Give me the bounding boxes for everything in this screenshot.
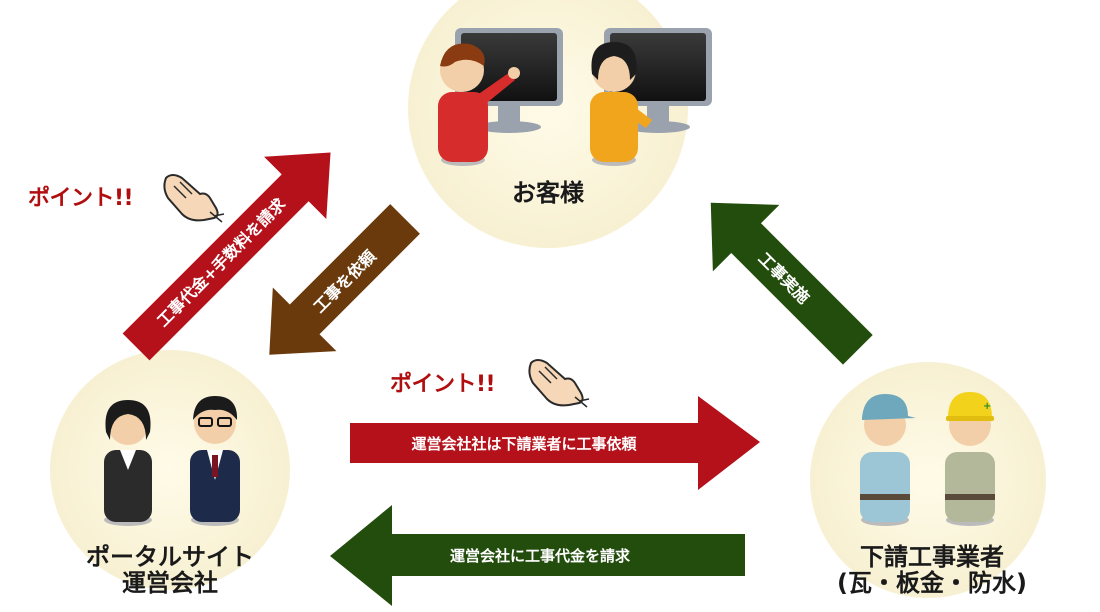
worker-blue-icon: [860, 394, 916, 526]
arrow-subcontract: 運営会社社は下請業者に工事依頼: [350, 396, 760, 490]
contractor-label-line2: (瓦・板金・防水): [837, 569, 1027, 598]
arrow-order-portal: [269, 204, 420, 355]
office-woman-icon: [104, 400, 152, 526]
arrow-bill-portal: 運営会社に工事代金を請求: [330, 505, 745, 606]
point-callout-center: ポイント!!: [390, 372, 496, 397]
customer-woman-icon: [590, 42, 652, 166]
arrow-bill-portal-label: 運営会社に工事代金を請求: [450, 547, 631, 565]
contractor-label: 下請工事業者 (瓦・板金・防水): [812, 544, 1052, 597]
customer-figures: [438, 28, 712, 166]
svg-text:+: +: [983, 401, 991, 412]
pointing-hand-icon: [528, 359, 590, 408]
office-man-icon: [190, 396, 240, 526]
contractor-label-line1: 下請工事業者: [860, 543, 1004, 571]
portal-label: ポータルサイト 運営会社: [60, 544, 280, 597]
point-callout-left: ポイント!!: [28, 186, 134, 211]
customer-man-icon: [438, 43, 520, 166]
pointing-hand-icon: [163, 174, 225, 223]
contractor-figures: +: [860, 392, 995, 526]
arrow-construction: [710, 202, 873, 365]
customer-label: お客様: [512, 179, 584, 207]
portal-staff-figures: [104, 396, 240, 526]
portal-label-line1: ポータルサイト: [86, 543, 254, 571]
portal-label-line2: 運営会社: [122, 569, 218, 598]
arrow-subcontract-label: 運営会社社は下請業者に工事依頼: [411, 435, 637, 453]
worker-helmet-icon: +: [945, 392, 995, 526]
